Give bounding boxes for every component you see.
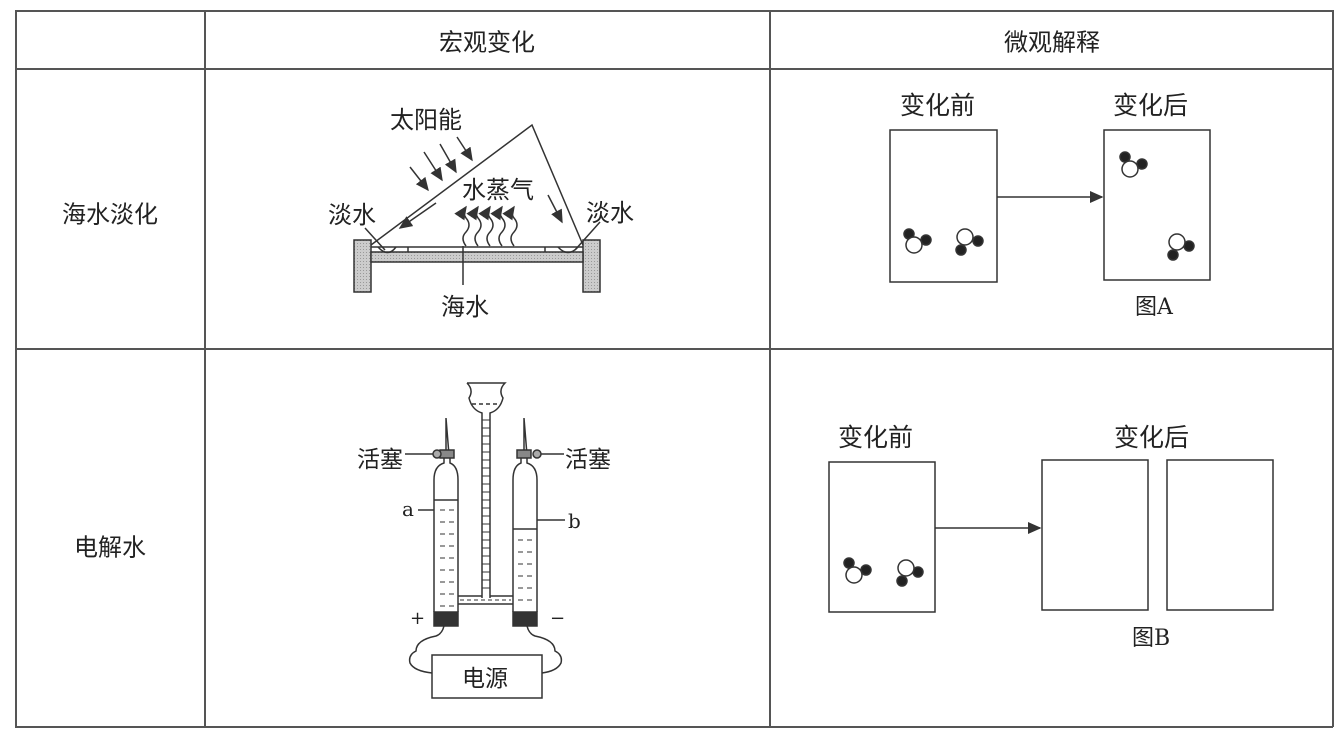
label-solar-energy: 太阳能 <box>390 106 462 134</box>
funnel <box>466 382 507 598</box>
table-border-top <box>15 10 1333 12</box>
power-supply <box>431 654 543 699</box>
label-negative: − <box>550 608 565 629</box>
water-molecule <box>1119 151 1148 178</box>
vapor-arrows <box>454 205 518 247</box>
figure-b <box>828 459 1274 613</box>
caption-b: 图B <box>1132 626 1170 651</box>
table-border-right <box>1332 10 1334 727</box>
table-header-divider <box>15 68 1333 70</box>
label-vapor: 水蒸气 <box>462 176 534 204</box>
table-col-divider-1 <box>204 10 206 727</box>
water-molecule <box>843 557 872 584</box>
table-border-bottom <box>15 726 1333 728</box>
label-fresh-water-left: 淡水 <box>328 201 376 229</box>
tube-a <box>433 455 459 612</box>
sea-water-tray <box>370 251 584 263</box>
header-micro: 微观解释 <box>1004 28 1100 57</box>
label-stopcock-right: 活塞 <box>565 447 611 473</box>
caption-a: 图A <box>1135 295 1174 320</box>
water-molecule <box>955 228 984 256</box>
table-border-left <box>15 10 17 727</box>
label-tube-b: b <box>568 509 581 533</box>
label-before-b: 变化前 <box>838 423 913 452</box>
label-power: 电源 <box>462 666 508 692</box>
box-before-b <box>828 461 936 613</box>
label-before-a: 变化前 <box>900 91 975 120</box>
water-molecule <box>896 559 924 587</box>
label-positive: + <box>410 608 425 629</box>
box-after-a <box>1103 129 1211 281</box>
row-label-desalination: 海水淡化 <box>62 200 158 229</box>
solar-still-diagram <box>353 123 601 293</box>
label-fresh-water-right: 淡水 <box>586 199 634 227</box>
tube-b <box>512 455 538 612</box>
label-stopcock-left: 活塞 <box>357 447 403 473</box>
table-row-divider <box>15 348 1333 350</box>
electrode-positive <box>433 611 459 627</box>
label-after-a: 变化后 <box>1113 91 1188 120</box>
water-molecule <box>903 228 932 254</box>
header-macro: 宏观变化 <box>439 28 535 57</box>
water-molecule <box>1167 233 1195 261</box>
electrolysis-diagram <box>405 382 565 699</box>
label-sea-water: 海水 <box>441 293 489 321</box>
figure-a <box>889 129 1211 283</box>
right-wall <box>582 239 601 293</box>
label-tube-a: a <box>402 497 414 521</box>
table-col-divider-2 <box>769 10 771 727</box>
box-after-b-2 <box>1166 459 1274 611</box>
box-after-b-1 <box>1041 459 1149 611</box>
row-label-electrolysis: 电解水 <box>74 533 146 562</box>
glass-cover <box>370 123 584 246</box>
label-after-b: 变化后 <box>1114 423 1189 452</box>
electrode-negative <box>512 611 538 627</box>
box-before-a <box>889 129 998 283</box>
left-wall <box>353 239 372 293</box>
